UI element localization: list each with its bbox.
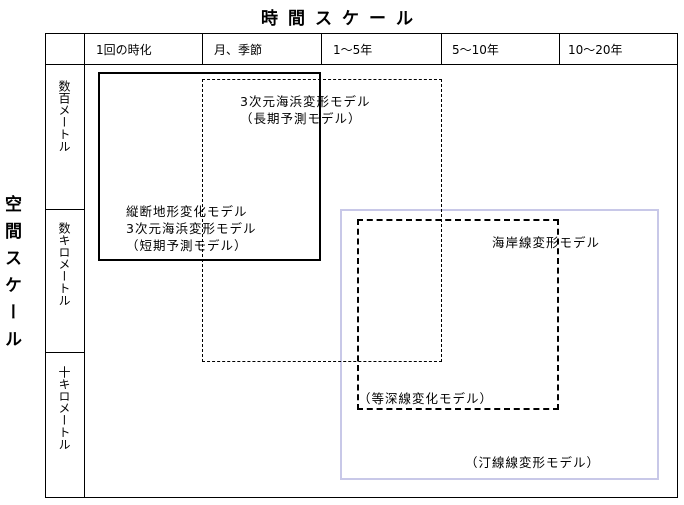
model-label-3d-short: 3次元海浜変形モデル [126,221,257,236]
model-label-shoreline-change: （汀線線変形モデル） [465,455,601,470]
col-divider-3 [441,33,442,64]
space-scale-title: 空間スケール [1,195,21,357]
contour-model-box [357,219,559,410]
model-label-long-term: （長期予測モデル） [240,111,362,126]
row-label-divider [84,33,85,498]
row-divider-2 [45,352,84,353]
model-label-profile: 縦断地形変化モデル [126,204,248,219]
col-label-storm: 1回の時化 [96,43,152,57]
time-scale-title: 時間スケール [261,9,423,29]
col-label-season: 月、季節 [214,43,263,57]
row-label-ten-km: 十キロメートル [57,366,71,450]
model-label-shoreline: 海岸線変形モデル [492,235,601,250]
col-divider-4 [559,33,560,64]
col-divider-2 [321,33,322,64]
col-divider-1 [202,33,203,64]
col-label-5-10y: 5～10年 [452,43,499,57]
header-row-divider [45,64,678,65]
col-label-1-5y: 1～5年 [333,43,373,57]
model-label-short-term: （短期予測モデル） [126,238,248,253]
model-label-contour: （等深線変化モデル） [358,391,494,406]
grid-frame [45,33,678,498]
lavender-region-box [340,209,659,480]
col-label-10-20y: 10～20年 [568,43,623,57]
row-label-hundreds-m: 数百メートル [57,80,71,152]
row-divider-1 [45,209,84,210]
row-label-km: 数キロメートル [57,222,71,306]
model-label-3d-long: 3次元海浜変形モデル [240,94,371,109]
short-term-model-box [98,72,321,261]
